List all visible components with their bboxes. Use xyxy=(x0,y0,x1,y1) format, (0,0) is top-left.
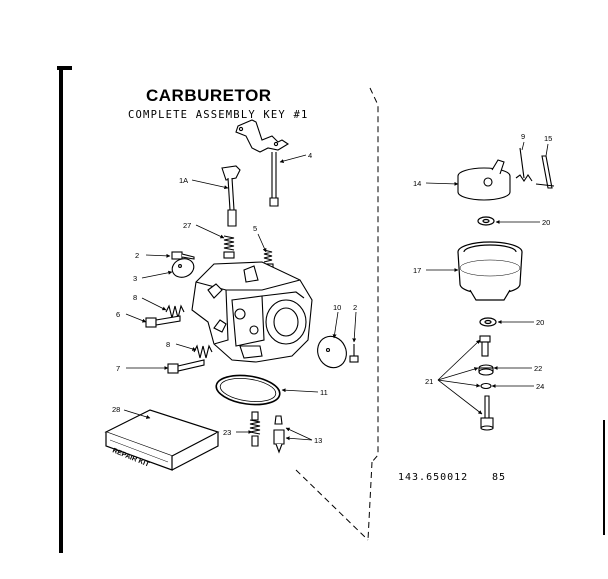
part-washer-20-upper xyxy=(477,216,495,226)
callout-22: 22 xyxy=(534,364,542,373)
part-spring-27 xyxy=(223,235,235,259)
callout-8-lower: 8 xyxy=(166,340,170,349)
part-washer-20-lower xyxy=(479,317,497,327)
revision-code: 85 xyxy=(492,472,507,483)
callout-21: 21 xyxy=(425,377,433,386)
callout-20-lower: 20 xyxy=(536,318,544,327)
callout-11: 11 xyxy=(320,388,328,397)
dashed-separator xyxy=(295,87,379,541)
part-screw-2-right xyxy=(349,344,359,363)
part-spring-8-upper xyxy=(165,304,185,319)
part-washer-22 xyxy=(478,364,494,376)
part-number-code: 143.650012 xyxy=(398,472,469,483)
part-oring-11 xyxy=(215,374,281,406)
callout-6: 6 xyxy=(116,310,120,319)
part-throttle-bracket xyxy=(235,119,290,207)
leader-lines xyxy=(123,141,549,441)
callout-15: 15 xyxy=(544,134,552,143)
part-repair-kit-box xyxy=(104,409,220,471)
callout-7: 7 xyxy=(116,364,120,373)
callout-3: 3 xyxy=(133,274,137,283)
callout-4: 4 xyxy=(308,151,312,160)
callout-14: 14 xyxy=(413,179,421,188)
part-screw-2-left xyxy=(171,251,195,260)
part-float-bowl-17 xyxy=(457,241,523,301)
diagram-title: CARBURETOR xyxy=(146,86,272,105)
part-throttle-shaft xyxy=(221,165,241,227)
callout-9: 9 xyxy=(521,132,525,141)
callout-20-upper: 20 xyxy=(542,218,550,227)
part-screw-21-bottom xyxy=(480,395,494,431)
scan-edge-left-top xyxy=(57,66,72,70)
callout-2-left: 2 xyxy=(135,251,139,260)
callout-28: 28 xyxy=(112,405,120,414)
scan-edge-right xyxy=(603,420,605,535)
part-jet-23 xyxy=(249,411,261,447)
callout-13: 13 xyxy=(314,436,322,445)
carburetor-body xyxy=(191,261,313,363)
callout-1A: 1A xyxy=(179,176,188,185)
diagram-subtitle: COMPLETE ASSEMBLY KEY #1 xyxy=(128,109,309,121)
callout-17: 17 xyxy=(413,266,421,275)
callout-27: 27 xyxy=(183,221,191,230)
callout-24: 24 xyxy=(536,382,544,391)
callout-10: 10 xyxy=(333,303,341,312)
callout-2-right: 2 xyxy=(353,303,357,312)
part-spring-8-lower xyxy=(193,344,213,359)
part-needle-13 xyxy=(273,415,285,454)
part-screw-6 xyxy=(145,315,181,328)
part-screw-7 xyxy=(167,359,205,374)
part-fitting-21-top xyxy=(479,335,491,357)
callout-5: 5 xyxy=(253,224,257,233)
callout-23: 23 xyxy=(223,428,231,437)
callout-8-upper: 8 xyxy=(133,293,137,302)
scan-edge-left xyxy=(59,68,63,553)
part-float-14 xyxy=(457,159,511,201)
part-washer-24 xyxy=(480,382,492,390)
part-pin-15 xyxy=(535,155,555,189)
part-choke-plate xyxy=(171,258,195,278)
part-gasket-10 xyxy=(317,335,347,369)
part-spring-9 xyxy=(515,147,533,182)
